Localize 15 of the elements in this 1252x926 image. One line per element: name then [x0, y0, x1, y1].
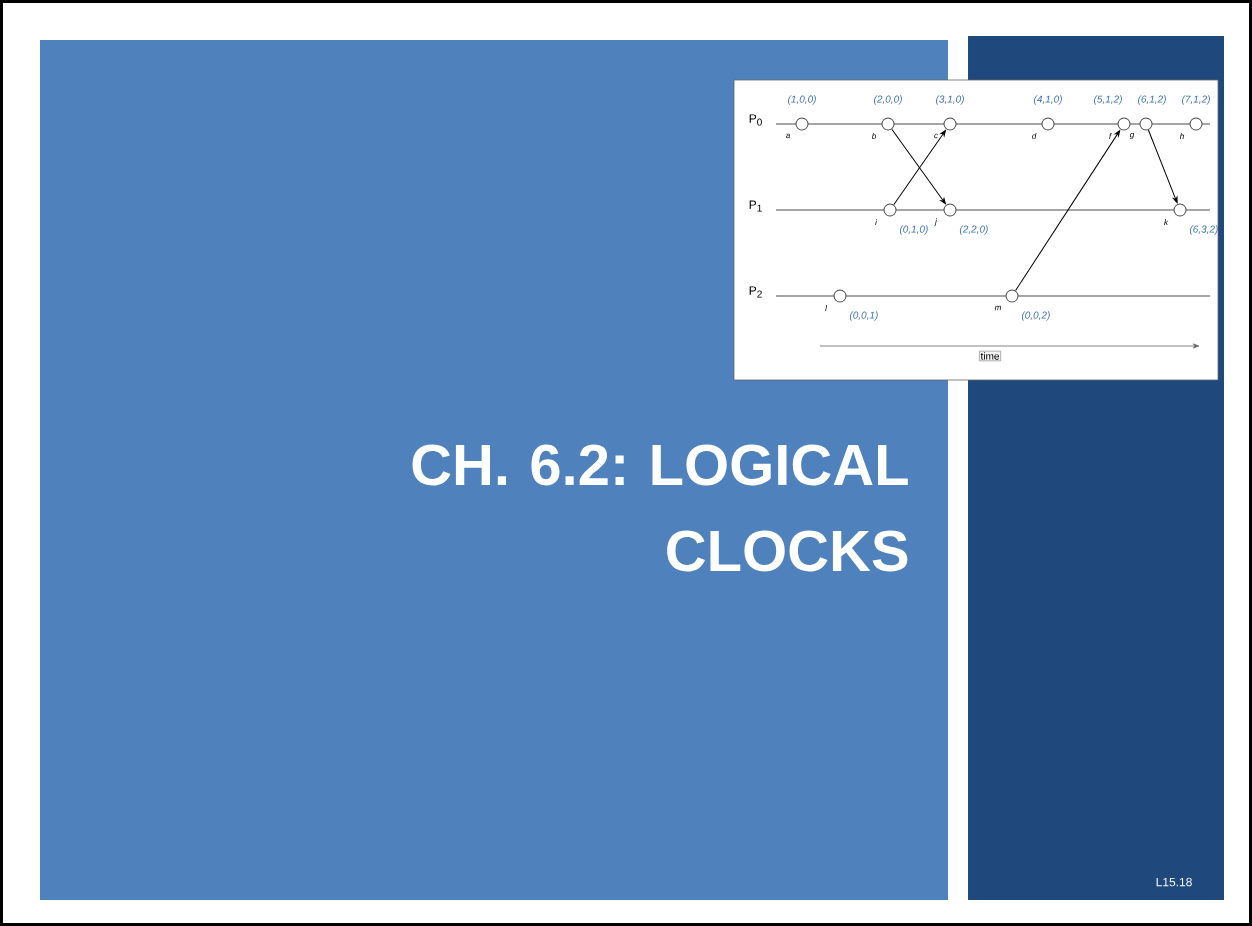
event-circle — [871, 95, 902, 139]
event-circle — [1032, 95, 1062, 139]
slide-title: CH. 6.2: LOGICAL CLOCKS — [412, 444, 908, 572]
event-circle — [825, 289, 878, 321]
event-circle — [1179, 95, 1210, 139]
event-circle — [875, 203, 928, 235]
event-circle — [1094, 95, 1131, 139]
event-circle — [786, 95, 816, 139]
message-arrow — [1147, 129, 1178, 204]
event-circle — [1164, 203, 1218, 235]
event-circle — [934, 203, 988, 235]
event-circle — [994, 289, 1050, 321]
message-arrow — [1015, 130, 1121, 292]
event-circle — [934, 95, 964, 139]
event-circle — [1129, 95, 1166, 139]
